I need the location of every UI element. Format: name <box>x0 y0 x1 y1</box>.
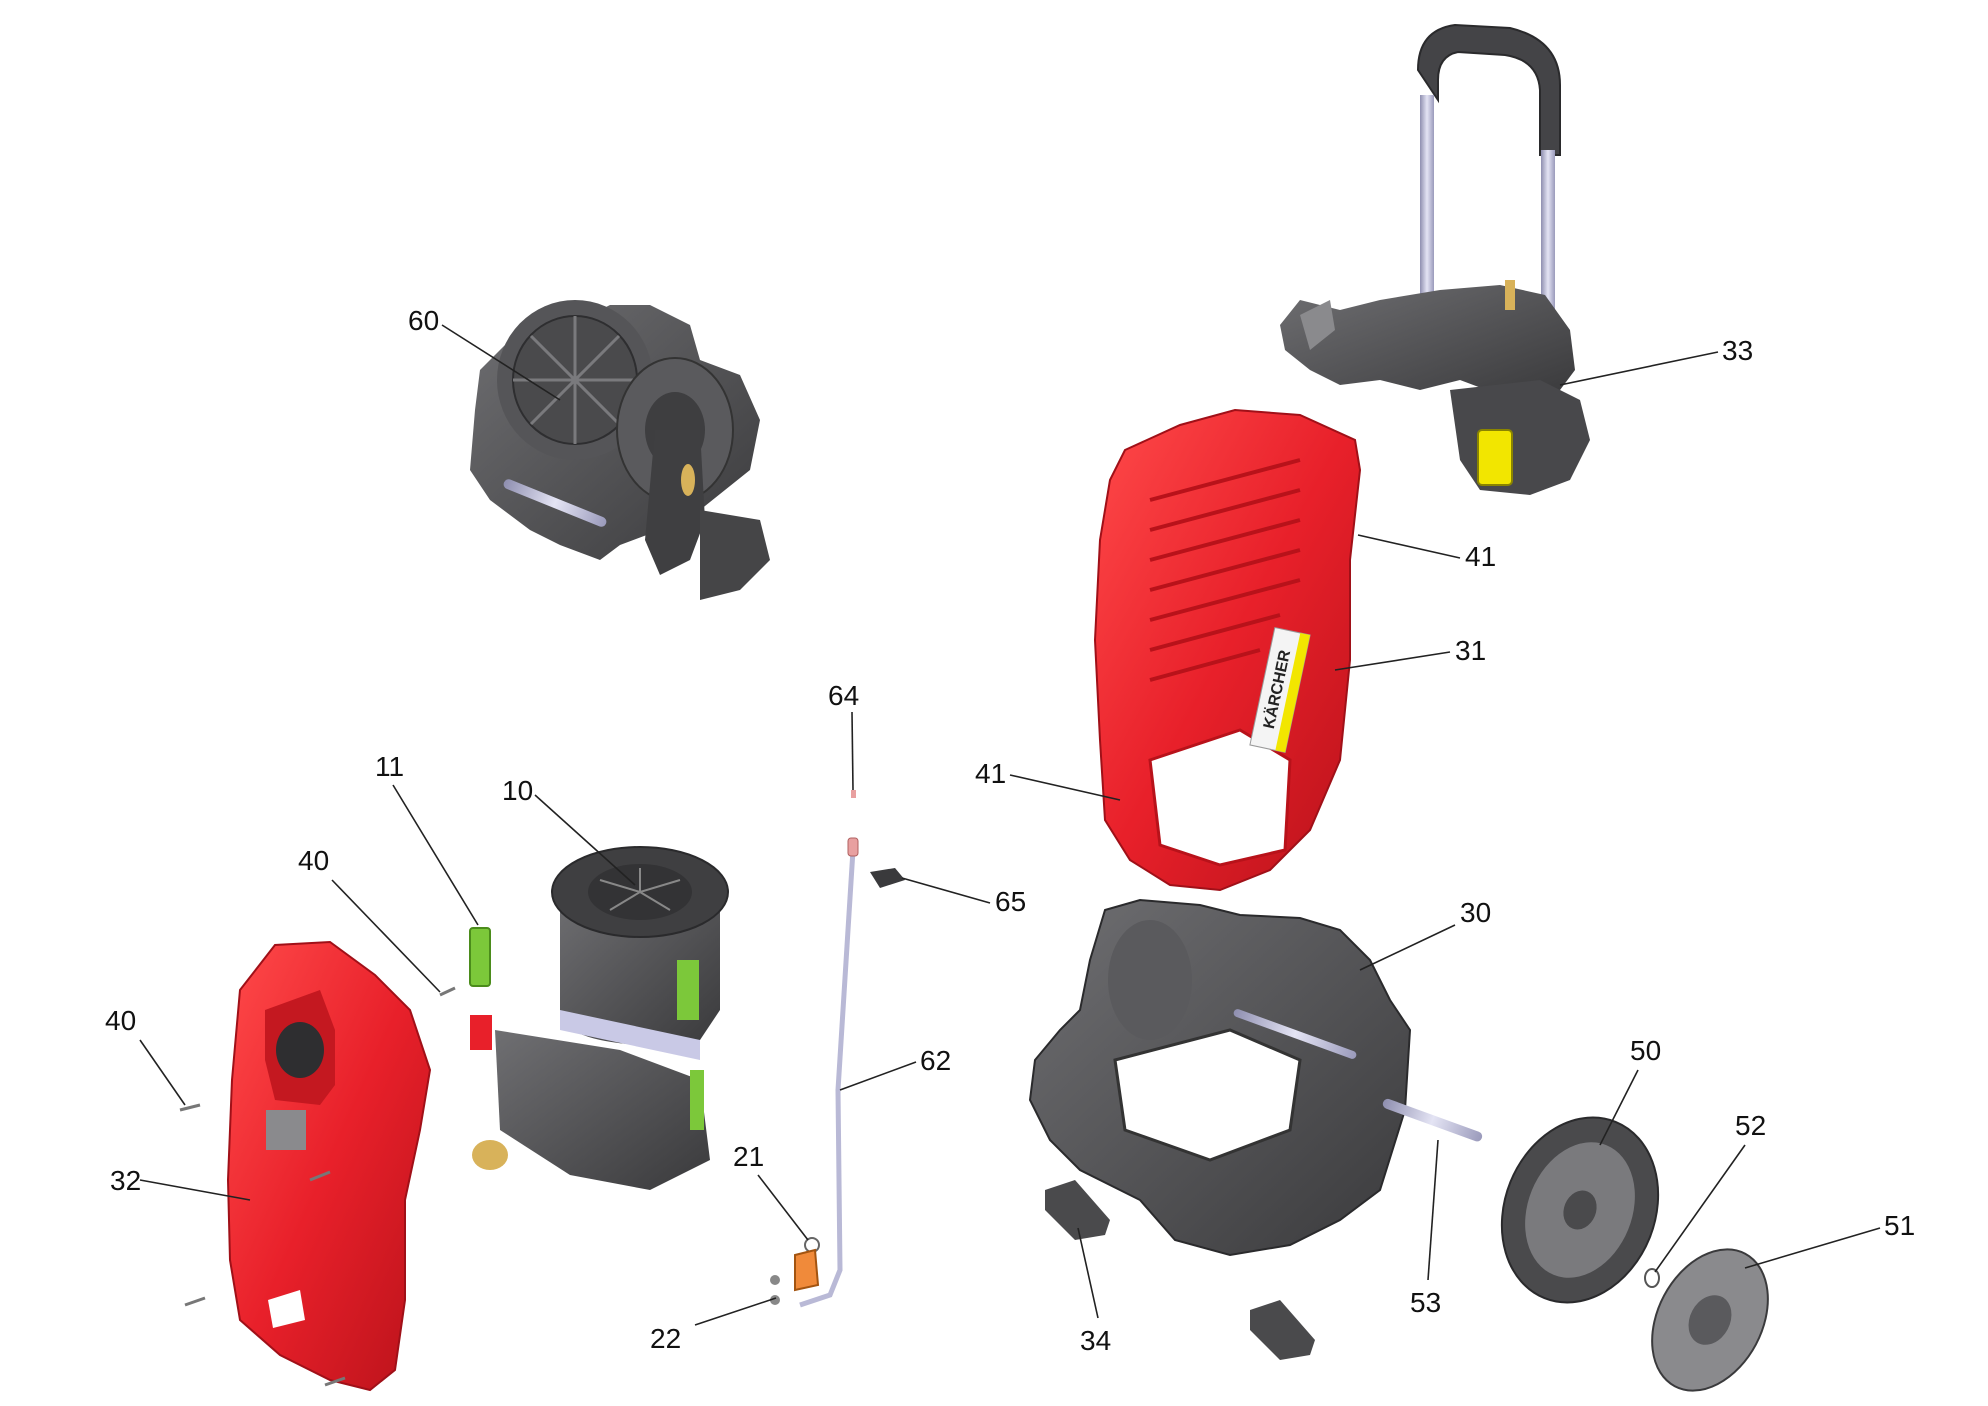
callout-30: 30 <box>1460 897 1491 928</box>
callout-52: 52 <box>1735 1110 1766 1141</box>
callout-33: 33 <box>1722 335 1753 366</box>
leader-65 <box>901 877 991 904</box>
leader-30 <box>1359 924 1456 971</box>
leader-31 <box>1334 651 1451 671</box>
callout-65: 65 <box>995 886 1026 917</box>
leader-40b <box>139 1039 186 1106</box>
leader-51 <box>1744 1227 1881 1269</box>
part-51-hub-cap <box>1651 1248 1769 1392</box>
leader-64 <box>851 711 854 791</box>
part-50-wheel <box>1500 1116 1660 1304</box>
callout-41-upper: 41 <box>1465 541 1496 572</box>
callout-22: 22 <box>650 1323 681 1354</box>
callout-60: 60 <box>408 305 439 336</box>
part-30-base-chassis <box>1028 898 1483 1257</box>
callout-41-lower: 41 <box>975 758 1006 789</box>
leader-50 <box>1599 1069 1639 1146</box>
leader-41b <box>1009 774 1121 801</box>
leader-41a <box>1357 534 1461 559</box>
leader-32 <box>139 1179 251 1201</box>
callout-50: 50 <box>1630 1035 1661 1066</box>
leader-21 <box>757 1174 809 1241</box>
callout-62: 62 <box>920 1045 951 1076</box>
leader-60 <box>441 324 561 401</box>
callout-34: 34 <box>1080 1325 1111 1356</box>
part-31-main-housing: KÄRCHER <box>1093 408 1362 892</box>
part-22-fitting <box>770 1248 820 1305</box>
callout-53: 53 <box>1410 1287 1441 1318</box>
callout-51: 51 <box>1884 1210 1915 1241</box>
leader-lines <box>139 324 1881 1326</box>
leader-34 <box>1077 1227 1099 1319</box>
part-65-valve <box>870 868 905 888</box>
callout-11: 11 <box>375 751 404 782</box>
part-33-push-handle-frame <box>1280 23 1590 495</box>
part-52-retaining-clip <box>1644 1268 1660 1288</box>
callout-31: 31 <box>1455 635 1486 666</box>
leader-52 <box>1654 1144 1746 1273</box>
callout-labels: 60 33 41 31 41 64 65 11 10 40 40 30 62 5… <box>105 305 1915 1356</box>
part-62-pressure-pipe <box>799 849 856 1308</box>
callout-21: 21 <box>733 1141 764 1172</box>
part-40-screws <box>179 986 456 1387</box>
part-10-motor-pump-unit <box>470 846 729 1190</box>
leader-33 <box>1559 351 1719 386</box>
part-60-hose-reel <box>470 300 770 600</box>
leader-40a <box>331 879 441 993</box>
leader-53 <box>1427 1139 1439 1281</box>
leader-22 <box>694 1297 777 1326</box>
part-64-connector <box>847 790 859 857</box>
part-11-mounting-bracket <box>469 927 491 987</box>
leader-10 <box>534 794 636 886</box>
leader-62 <box>839 1061 917 1091</box>
callout-32: 32 <box>110 1165 141 1196</box>
part-32-front-cover <box>226 940 432 1392</box>
leader-11 <box>392 784 479 926</box>
part-34-foot-pads <box>1045 1180 1315 1360</box>
callout-64: 64 <box>828 680 859 711</box>
callout-10: 10 <box>502 775 533 806</box>
callout-40-left: 40 <box>105 1005 136 1036</box>
callout-40-upper: 40 <box>298 845 329 876</box>
